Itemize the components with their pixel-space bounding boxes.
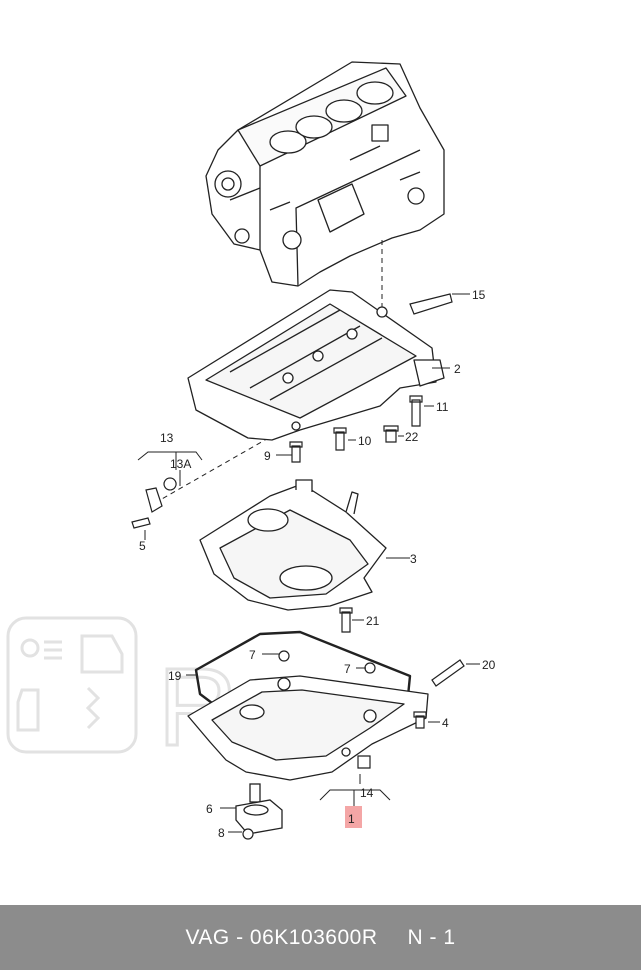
part-label-19[interactable]: 19 xyxy=(168,669,182,683)
oil-level-sensor xyxy=(235,783,283,835)
diagram-position: N - 1 xyxy=(407,925,456,949)
part-label-22[interactable]: 22 xyxy=(405,430,419,444)
part-label-8[interactable]: 8 xyxy=(218,826,225,840)
part-code: VAG - 06K103600R xyxy=(185,925,378,949)
part-label-10[interactable]: 10 xyxy=(358,434,372,448)
part-label-4[interactable]: 4 xyxy=(442,716,449,730)
part-label-21[interactable]: 21 xyxy=(366,614,380,628)
part-label-5[interactable]: 5 xyxy=(139,539,146,553)
upper-oil-pan xyxy=(187,289,445,441)
part-label-20[interactable]: 20 xyxy=(482,658,496,672)
part-label-14[interactable]: 14 xyxy=(360,786,374,800)
part-label-13a[interactable]: 13A xyxy=(170,457,191,471)
part-label-1[interactable]: 1 xyxy=(348,812,355,826)
part-labels: 1 2 3 4 5 6 7 7 8 9 10 11 13 13A 14 15 1… xyxy=(139,288,496,840)
part-label-2[interactable]: 2 xyxy=(454,362,461,376)
part-1-highlight xyxy=(345,806,362,828)
part-label-9[interactable]: 9 xyxy=(264,449,271,463)
part-label-15[interactable]: 15 xyxy=(472,288,486,302)
baffle-plate xyxy=(199,479,387,611)
part-label-11[interactable]: 11 xyxy=(436,400,449,414)
footer-bar: VAG - 06K103600R N - 1 xyxy=(0,905,641,970)
guide-lines xyxy=(159,240,383,501)
part-label-7b[interactable]: 7 xyxy=(344,662,351,676)
bolts xyxy=(131,293,465,840)
part-label-7a[interactable]: 7 xyxy=(249,648,256,662)
lower-oil-pan xyxy=(187,675,429,781)
part-label-6[interactable]: 6 xyxy=(206,802,213,816)
parts-diagram: R.ru xyxy=(6,61,496,840)
part-label-3[interactable]: 3 xyxy=(410,552,417,566)
part-label-13[interactable]: 13 xyxy=(160,431,174,445)
engine-block xyxy=(205,61,445,287)
leader-lines xyxy=(137,293,480,833)
